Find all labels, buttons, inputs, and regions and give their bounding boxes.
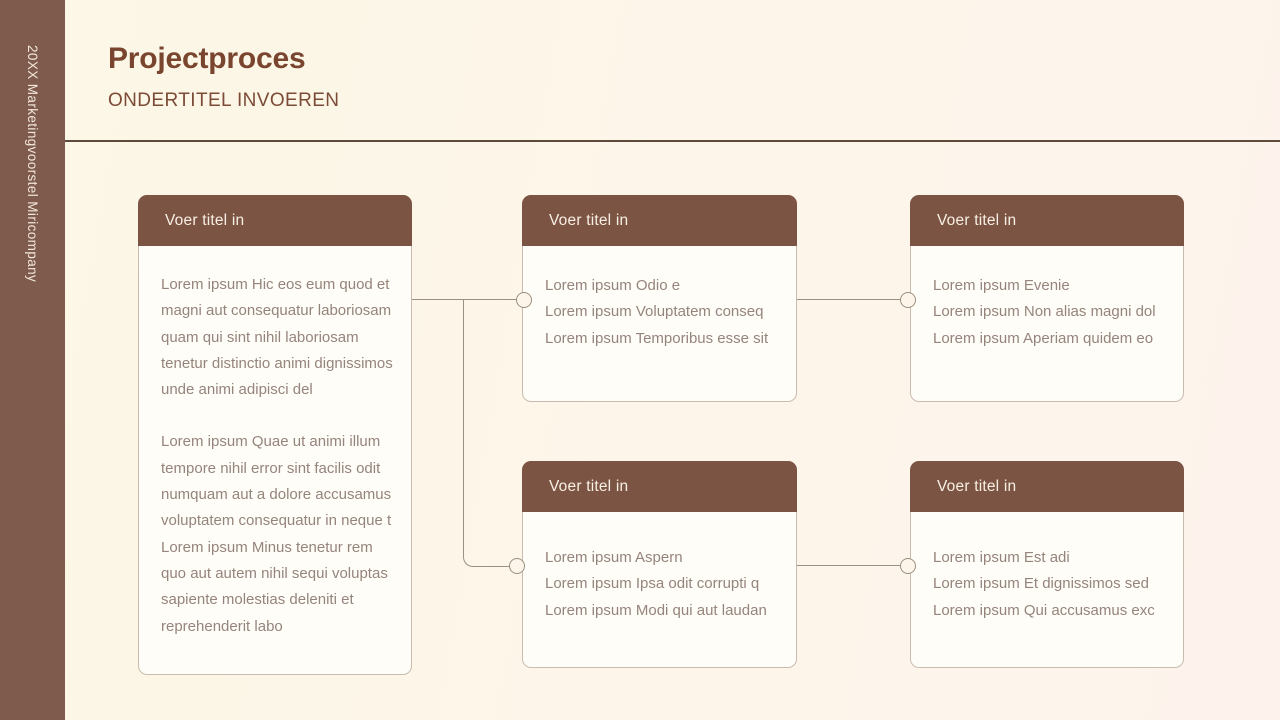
card-title[interactable]: Voer titel in — [549, 211, 629, 229]
body-line: Lorem ipsum Minus tenetur rem — [161, 538, 373, 556]
page-subtitle[interactable]: ONDERTITEL INVOEREN — [108, 90, 340, 111]
card-paragraph: Lorem ipsum Hic eos eum quod et magni aut… — [161, 272, 393, 403]
connector-node-icon — [900, 558, 916, 574]
body-line: Lorem ipsum Modi qui aut laudan — [545, 601, 767, 619]
body-line: Lorem ipsum Aperiam quidem eo — [933, 329, 1154, 347]
body-line: Lorem ipsum Hic eos eum quod et — [161, 276, 390, 293]
sidebar: 20XX Marketingvoorstel Miricompany — [0, 0, 65, 720]
body-line: Lorem ipsum Temporibus esse sit — [545, 329, 769, 347]
card-header: Voer titel in — [910, 195, 1184, 246]
card-header: Voer titel in — [522, 461, 797, 512]
card-paragraph: Lorem ipsum Odio e Lorem ipsum Voluptatem… — [545, 273, 778, 352]
card-title[interactable]: Voer titel in — [165, 211, 245, 229]
card-body[interactable]: Lorem ipsum Hic eos eum quod et magni aut… — [139, 246, 411, 640]
body-line: quo aut autem nihil sequi voluptas — [161, 564, 388, 582]
body-line: Lorem ipsum Aspern — [545, 549, 683, 566]
connector-elbow-card1-card4 — [463, 299, 510, 567]
card-header: Voer titel in — [522, 195, 797, 246]
body-line: voluptatem consequatur in neque t — [161, 512, 392, 530]
body-line: Lorem ipsum Est adi — [933, 549, 1070, 566]
body-line: tempore nihil error sint facilis odit — [161, 459, 381, 477]
connector-line-card2-card3 — [797, 299, 900, 301]
body-line: reprehenderit labo — [161, 617, 283, 635]
card-title[interactable]: Voer titel in — [549, 477, 629, 495]
body-line: Lorem ipsum Quae ut animi illum — [161, 433, 381, 451]
body-line: Lorem ipsum Odio e — [545, 277, 681, 294]
header-divider — [65, 140, 1280, 142]
body-line: Lorem ipsum Ipsa odit corrupti q — [545, 575, 760, 593]
connector-node-icon — [900, 292, 916, 308]
connector-node-icon — [516, 292, 532, 308]
body-line: numquam aut a dolore accusamus — [161, 486, 392, 504]
connector-line-card4-card5 — [797, 565, 900, 567]
card-body[interactable]: Lorem ipsum Odio e Lorem ipsum Voluptatem… — [523, 246, 796, 352]
card-title[interactable]: Voer titel in — [937, 477, 1017, 495]
page-title[interactable]: Projectproces — [108, 42, 306, 75]
body-line: Lorem ipsum Non alias magni dol — [933, 303, 1156, 321]
body-line: sapiente molestias deleniti et — [161, 591, 354, 609]
body-line: quam qui sint nihil laboriosam — [161, 328, 359, 346]
body-line: magni aut consequatur laboriosam — [161, 302, 392, 320]
card-header: Voer titel in — [138, 195, 412, 246]
body-line: unde animi adipisci del — [161, 381, 313, 399]
body-line: Lorem ipsum Et dignissimos sed — [933, 575, 1149, 593]
card-header: Voer titel in — [910, 461, 1184, 512]
body-line: Lorem ipsum Voluptatem conseq — [545, 303, 764, 321]
body-line: tenetur distinctio animi dignissimos — [161, 354, 393, 372]
card-paragraph: Lorem ipsum Quae ut animi illum tempore n… — [161, 429, 393, 639]
body-line: Lorem ipsum Qui accusamus exc — [933, 601, 1155, 619]
sidebar-label[interactable]: 20XX Marketingvoorstel Miricompany — [25, 45, 40, 283]
connector-node-icon — [509, 558, 525, 574]
process-card-1[interactable]: Voer titel in Lorem ipsum Hic eos eum qu… — [138, 195, 412, 675]
body-line: Lorem ipsum Evenie — [933, 277, 1070, 294]
card-title[interactable]: Voer titel in — [937, 211, 1017, 229]
